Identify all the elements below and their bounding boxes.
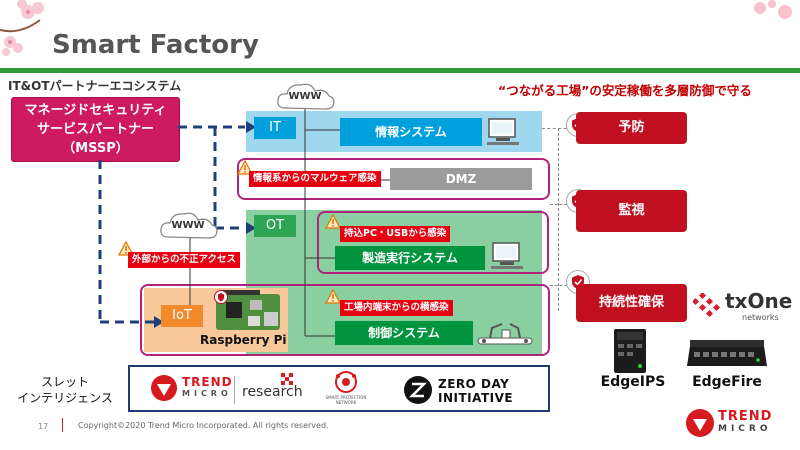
warning-icon (237, 160, 253, 175)
trend-micro-logo-icon (151, 375, 177, 401)
ot-label: OT (254, 215, 296, 237)
intel-divider (234, 376, 235, 404)
defense-connector (550, 285, 572, 286)
mssp-box: マネージドセキュリティ サービスパートナー （MSSP） (11, 97, 180, 162)
defense-connector (542, 128, 572, 129)
warning-icon (325, 214, 341, 229)
threat-intel-label: スレット インテリジェンス (10, 374, 120, 406)
mssp-line3: （MSSP） (62, 141, 129, 156)
brand-text: TREND MICRO (718, 410, 772, 436)
defense-monitor: 監視 (576, 190, 687, 232)
edgefire-label: EdgeFire (692, 374, 762, 390)
threat-lateral-label: 工場内端末からの横感染 (340, 300, 453, 316)
page-number: 17 (38, 422, 49, 431)
intel-micro-word: MICRO (182, 389, 232, 398)
intel-trend-text: TREND MICRO (182, 376, 233, 400)
dmz-box: DMZ (390, 168, 532, 190)
warning-icon (118, 241, 134, 256)
spn-line2: NETWORK (335, 400, 357, 405)
brand-trend-word: TREND (718, 409, 773, 424)
iot-label: IoT (161, 305, 203, 327)
defense-continuity: 持続性確保 (576, 284, 687, 322)
mes-box: 製造実行システム (335, 246, 485, 270)
edgeips-device-icon (614, 329, 646, 373)
copyright: Copyright©2020 Trend Micro Incorporated.… (78, 421, 329, 430)
zdi-logo-icon (404, 376, 432, 404)
info-system-label: 情報システム (375, 125, 447, 139)
cloud-icon (160, 212, 218, 239)
footer-divider (62, 418, 63, 432)
raspberry-pi-board-icon (216, 290, 280, 330)
it-label: IT (254, 117, 296, 139)
page-subtitle: IT&OTパートナーエコシステム (8, 79, 182, 93)
txone-logo-icon (693, 293, 721, 317)
defense-line (558, 128, 559, 311)
zdi-text: ZERO DAY INITIATIVE (438, 377, 513, 405)
research-mark-icon (281, 373, 293, 385)
intel-research: research (242, 384, 303, 400)
intel-trend-word: TREND (182, 375, 233, 389)
sakura-decoration-right (754, 0, 792, 19)
sakura-decoration (0, 0, 44, 56)
warning-icon (325, 289, 341, 304)
defense-prevent: 予防 (576, 112, 687, 144)
edgeips-label: EdgeIPS (600, 374, 666, 390)
cloud-icon (277, 83, 335, 110)
control-system-box: 制御システム (335, 321, 473, 345)
raspberry-pi-label: Raspberry Pi (200, 333, 287, 347)
smart-protection-network-icon (335, 371, 357, 393)
tagline: “つながる工場”の安定稼働を多層防御で守る (498, 83, 752, 98)
mes-label: 製造実行システム (362, 251, 458, 265)
threat-malware-label: 情報系からのマルウェア感染 (249, 171, 381, 187)
mssp-line2: サービスパートナー (36, 122, 154, 137)
zdi-line2: INITIATIVE (438, 391, 514, 405)
txone-name: txOne (725, 289, 793, 313)
shield-logo-icon (214, 290, 228, 304)
threat-external-label: 外部からの不正アクセス (128, 252, 241, 268)
spn-label: SMART PROTECTION NETWORK (318, 395, 374, 405)
txone-subtitle: networks (742, 313, 779, 322)
www-label-iot: WWW (171, 220, 205, 231)
conveyor-robot-icon (477, 323, 533, 345)
brand-micro-word: MICRO (718, 424, 772, 434)
zdi-line1: ZERO DAY (438, 377, 510, 391)
control-system-label: 制御システム (368, 326, 440, 340)
www-label-top: WWW (288, 91, 322, 102)
info-system-box: 情報システム (340, 118, 482, 146)
page-title: Smart Factory (52, 30, 259, 60)
mssp-line1: マネージドセキュリティ (24, 103, 167, 118)
trend-micro-brand-icon (686, 409, 714, 437)
threat-intel-box (128, 365, 550, 412)
title-underline (0, 68, 800, 73)
threat-intel-line1: スレット (40, 375, 89, 389)
control-zone (140, 284, 550, 356)
edgefire-device-icon (687, 340, 767, 366)
spn-line1: SMART PROTECTION (325, 395, 367, 400)
mes-zone (317, 211, 549, 274)
computer-icon (491, 242, 523, 269)
computer-icon (487, 118, 519, 145)
defense-connector (550, 204, 572, 205)
threat-intel-line2: インテリジェンス (17, 391, 113, 405)
threat-usb-label: 持込PC・USBから感染 (340, 226, 451, 242)
